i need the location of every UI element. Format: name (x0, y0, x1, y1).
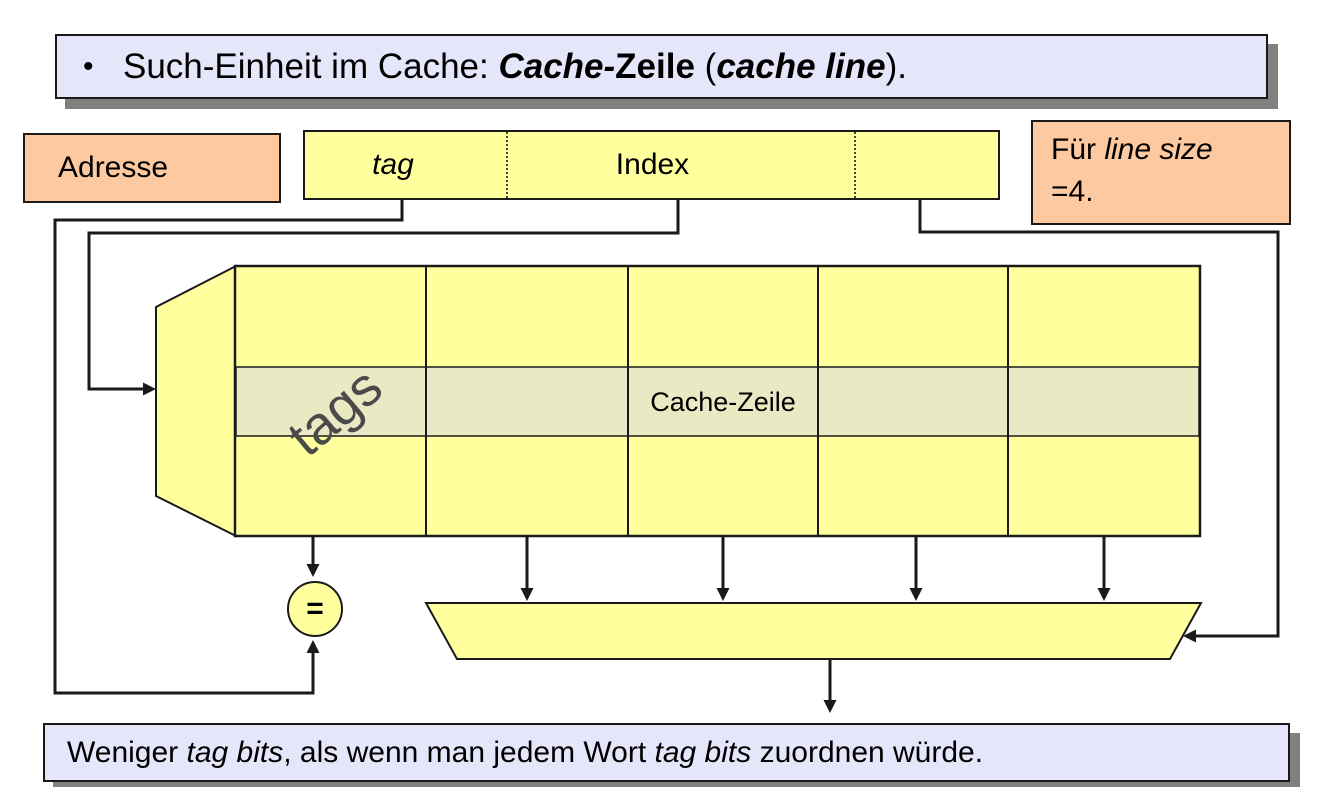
address-label-box: Adresse (23, 133, 281, 203)
note-run3: =4. (1051, 175, 1094, 208)
address-field: tag Index (303, 130, 1000, 200)
tag-field-label: tag (372, 148, 414, 181)
field-divider-1 (506, 132, 508, 198)
footer-text: Weniger tag bits, als wenn man jedem Wor… (67, 735, 984, 769)
index-to-decoder-line (87, 200, 680, 396)
index-field-label: Index (615, 148, 690, 181)
tag-to-comparator-line (53, 200, 404, 695)
comparator-circle (287, 581, 343, 637)
field-divider-2 (854, 132, 856, 198)
note-run1: Für (1051, 133, 1105, 166)
note-run2: line size (1104, 133, 1213, 166)
note-box: Für line size =4. (1031, 120, 1291, 225)
highlighted-cache-row (235, 366, 1200, 437)
footer-box: Weniger tag bits, als wenn man jedem Wor… (43, 723, 1290, 782)
title-box: • Such-Einheit im Cache: Cache-Zeile (ca… (55, 34, 1268, 99)
cache-row-label: Cache-Zeile (650, 386, 796, 417)
multiplexer-shape (424, 602, 1203, 660)
address-label: Adresse (58, 151, 169, 184)
row-decoder-funnel-shape (155, 264, 237, 538)
table-column-lines (425, 267, 1009, 535)
offset-to-mux-line (918, 200, 1280, 643)
title-text: Such-Einheit im Cache: Cache-Zeile (cach… (123, 46, 907, 86)
comparator-label: = (306, 592, 324, 625)
bullet-icon: • (83, 49, 94, 83)
